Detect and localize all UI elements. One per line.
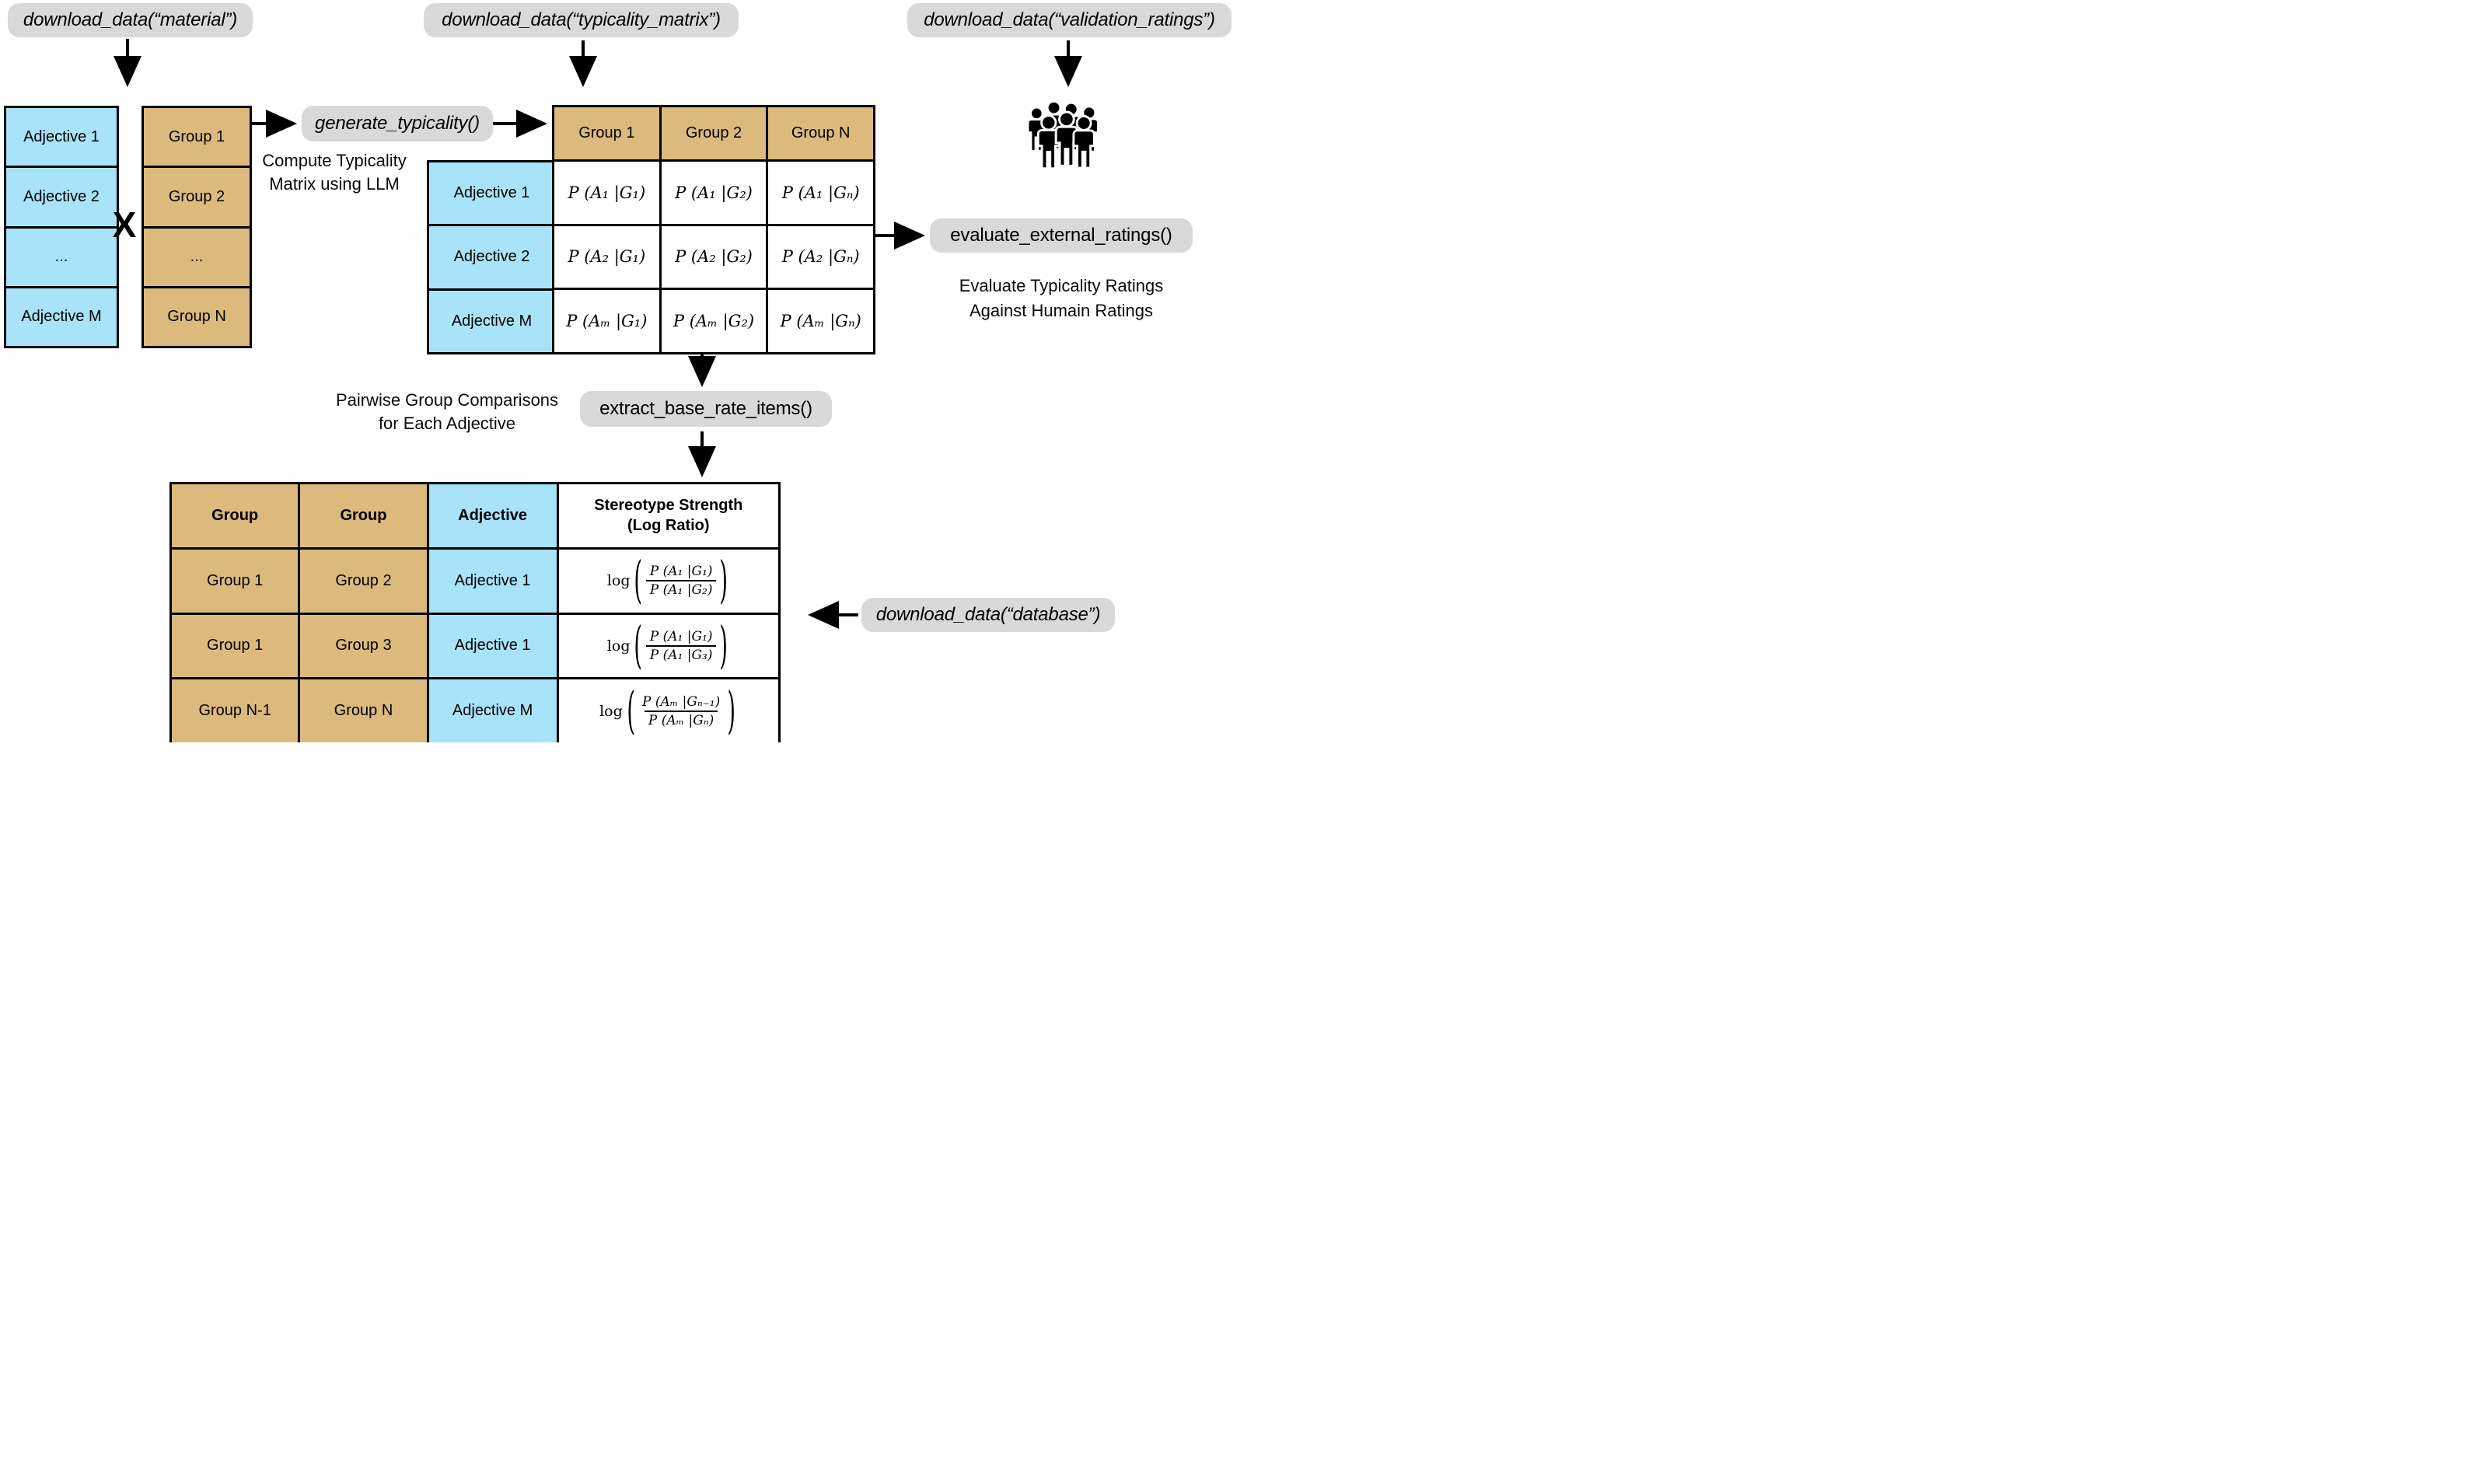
base-rate-header-group-a: Group: [172, 484, 299, 547]
fraction-numerator: P (Aₘ |Gₙ₋₁): [642, 693, 721, 710]
matrix-cell: P (A₂ |G₁): [554, 225, 659, 288]
adjective-list-item: Adjective 2: [6, 168, 117, 226]
fraction: P (A₁ |G₁) P (A₁ |G₃): [645, 628, 717, 664]
caption-pairwise-comparisons: Pairwise Group Comparisons for Each Adje…: [323, 389, 571, 435]
pill-evaluate-external-ratings: evaluate_external_ratings(): [930, 218, 1193, 253]
base-rate-cell-group-a: Group N-1: [172, 679, 299, 742]
pill-download-material: download_data(“material”): [8, 3, 253, 37]
cross-product-operator: X: [112, 204, 137, 245]
pill-generate-typicality: generate_typicality(): [302, 106, 493, 141]
base-rate-cell-group-b: Group 2: [300, 549, 427, 613]
caption-line: Compute Typicality: [262, 151, 407, 170]
caption-compute-typicality: Compute Typicality Matrix using LLM: [233, 149, 435, 196]
matrix-col-header: Group N: [768, 107, 873, 159]
fraction: P (A₁ |G₁) P (A₁ |G₂): [645, 563, 717, 599]
base-rate-cell-adjective: Adjective 1: [428, 549, 557, 613]
base-rate-cell-group-b: Group 3: [300, 614, 427, 678]
base-rate-cell-log-ratio: log P (A₁ |G₁) P (A₁ |G₂): [558, 549, 778, 613]
base-rate-table: Group Group Adjective Stereotype Strengt…: [169, 482, 781, 742]
base-rate-cell-group-b: Group N: [300, 679, 427, 742]
log-label: log: [606, 572, 631, 590]
adjective-list-table: Adjective 1 Adjective 2 ... Adjective M: [4, 106, 119, 348]
paren-close: [719, 621, 728, 672]
paren-open: [634, 621, 643, 672]
matrix-row-label: Adjective 1: [429, 162, 554, 225]
group-list-item: ...: [144, 228, 250, 286]
base-rate-cell-log-ratio: log P (A₁ |G₁) P (A₁ |G₃): [558, 614, 778, 678]
matrix-cell: P (A₁ |G₂): [661, 162, 767, 224]
base-rate-cell-group-a: Group 1: [172, 614, 299, 678]
caption-line: Pairwise Group Comparisons: [335, 390, 559, 410]
fraction-numerator: P (A₁ |G₁): [649, 628, 713, 644]
people-group-icon: [1027, 100, 1099, 170]
log-label: log: [599, 702, 623, 720]
pill-download-database: download_data(“database”): [861, 598, 1115, 632]
matrix-cell: P (A₂ |Gₙ): [768, 225, 873, 288]
paren-open: [634, 556, 643, 606]
base-rate-cell-adjective: Adjective 1: [428, 614, 557, 678]
group-list-item: Group 1: [144, 108, 250, 166]
group-list-table: Group 1 Group 2 ... Group N: [141, 106, 252, 348]
adjective-list-item: Adjective 1: [6, 108, 117, 166]
adjective-list-item: ...: [6, 228, 117, 286]
matrix-cell: P (A₁ |Gₙ): [768, 162, 873, 224]
base-rate-cell-group-a: Group 1: [172, 549, 299, 613]
paren-open: [626, 686, 635, 736]
base-rate-cell-adjective: Adjective M: [428, 679, 557, 742]
fraction-denominator: P (A₁ |G₃): [645, 644, 717, 664]
matrix-col-header: Group 2: [661, 107, 767, 159]
group-list-item: Group N: [144, 288, 250, 346]
header-line: Stereotype Strength: [594, 497, 743, 515]
matrix-cell: P (Aₘ |G₂): [661, 290, 767, 352]
fraction-numerator: P (A₁ |G₁): [649, 564, 713, 580]
header-line: (Log Ratio): [627, 517, 710, 535]
matrix-row-label: Adjective 2: [429, 226, 554, 288]
fraction: P (Aₘ |Gₙ₋₁) P (Aₘ |Gₙ): [638, 693, 724, 729]
base-rate-cell-log-ratio: log P (Aₘ |Gₙ₋₁) P (Aₘ |Gₙ): [558, 679, 778, 742]
base-rate-header-adjective: Adjective: [428, 484, 557, 547]
base-rate-header-strength: Stereotype Strength (Log Ratio): [558, 484, 778, 547]
caption-line: for Each Adjective: [378, 414, 516, 433]
adjective-list-item: Adjective M: [6, 288, 117, 346]
matrix-cell: P (A₁ |G₁): [554, 162, 659, 224]
matrix-cell: P (Aₘ |G₁): [554, 290, 659, 352]
paren-close: [727, 686, 736, 736]
matrix-cell: P (Aₘ |Gₙ): [768, 290, 873, 352]
caption-line: Evaluate Typicality Ratings: [959, 276, 1164, 295]
group-list-item: Group 2: [144, 168, 250, 226]
pill-extract-base-rate-items: extract_base_rate_items(): [580, 391, 832, 427]
caption-line: Matrix using LLM: [269, 174, 400, 194]
paren-close: [719, 556, 728, 606]
caption-line: Against Humain Ratings: [969, 301, 1153, 320]
caption-evaluate-ratings: Evaluate Typicality Ratings Against Huma…: [917, 274, 1205, 323]
pill-download-validation-ratings: download_data(“validation_ratings”): [907, 3, 1232, 37]
matrix-cell: P (A₂ |G₂): [661, 225, 767, 288]
fraction-denominator: P (A₁ |G₂): [645, 580, 717, 599]
base-rate-header-group-b: Group: [300, 484, 427, 547]
pill-download-typicality-matrix: download_data(“typicality_matrix”): [424, 3, 739, 37]
fraction-denominator: P (Aₘ |Gₙ): [644, 710, 718, 729]
matrix-col-header: Group 1: [554, 107, 659, 159]
matrix-row-labels: Adjective 1 Adjective 2 Adjective M: [427, 160, 554, 354]
matrix-row-label: Adjective M: [429, 290, 554, 352]
pipeline-diagram: download_data(“material”) download_data(…: [0, 0, 1238, 742]
typicality-matrix-table: Group 1 Group 2 Group N P (A₁ |G₁) P (A₁…: [552, 105, 875, 354]
log-label: log: [606, 637, 631, 655]
